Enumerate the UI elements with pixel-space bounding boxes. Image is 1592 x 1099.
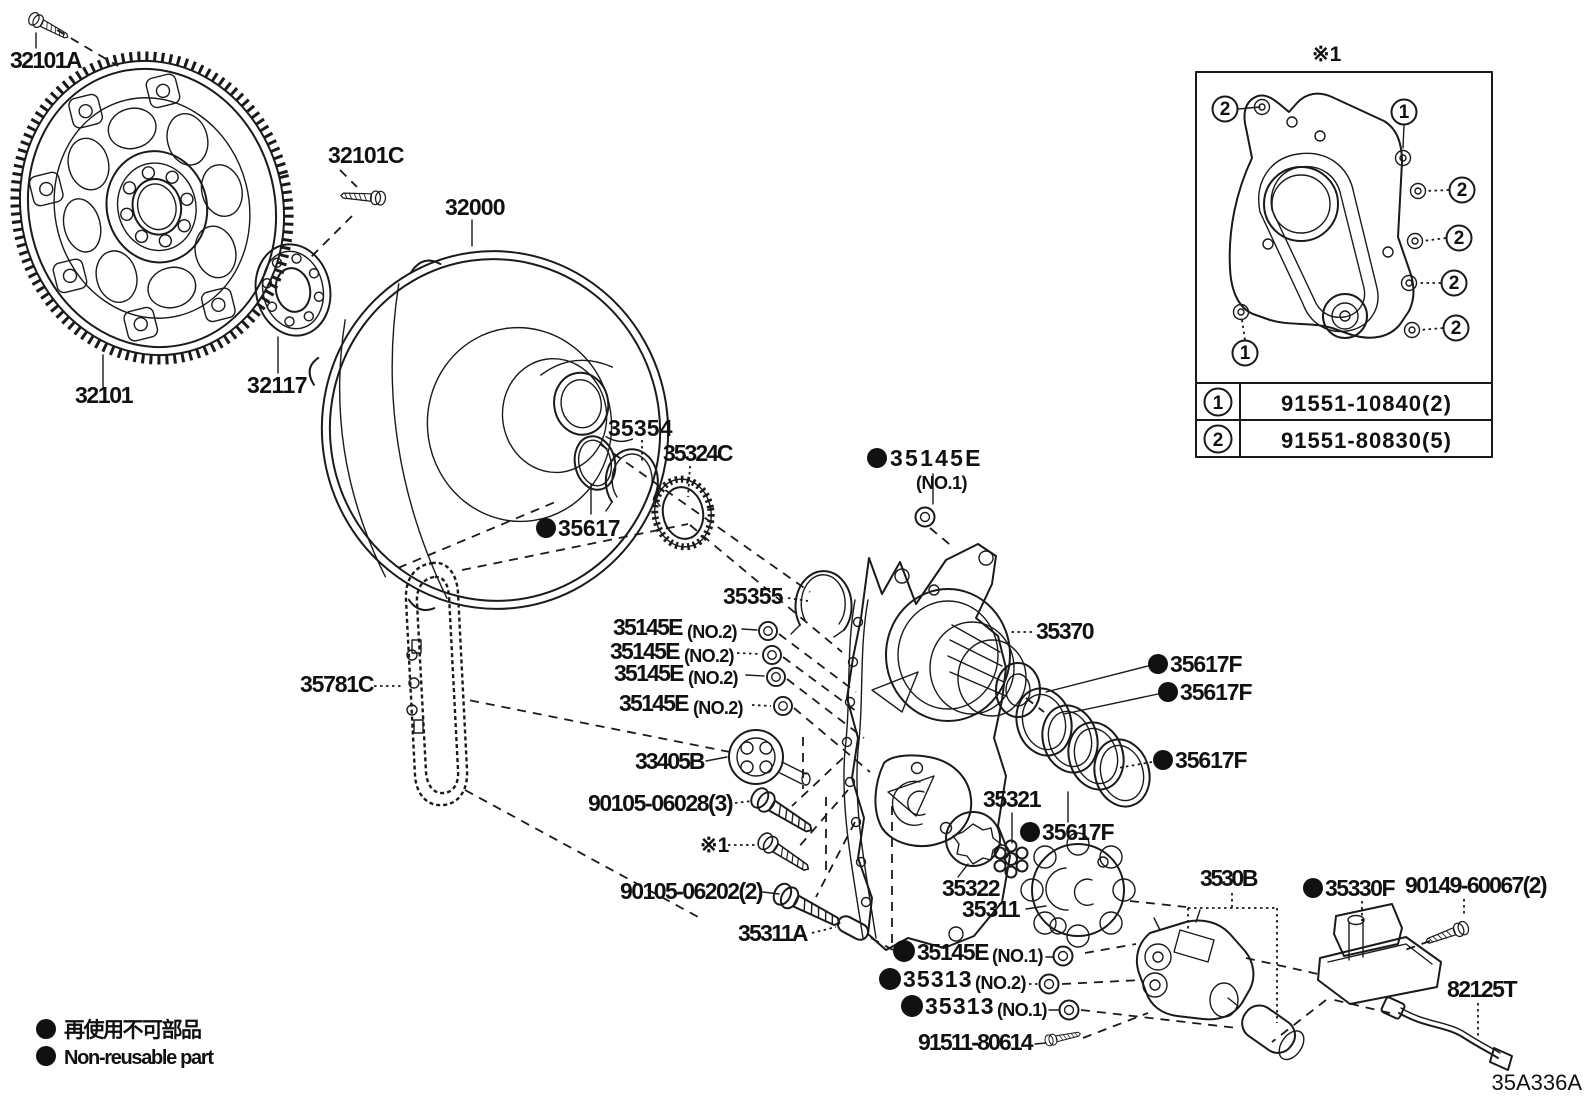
label-35322: 35322 [942,875,1000,901]
label-35321: 35321 [983,786,1042,812]
label-35355: 35355 [723,583,784,609]
label-32101: 32101 [75,382,134,408]
label-35145E-no2-2: 35145E [610,638,680,664]
wire-harness [1380,996,1513,1071]
label-35145E-no2-3: 35145E [614,660,684,686]
figure-code: 35A336A [1491,1070,1582,1095]
assembly-dashed-lines [56,29,1431,1043]
table-key: 1 [1213,393,1224,414]
callout-number: 2 [1220,99,1231,120]
label-35617F-3: 35617F [1175,747,1247,773]
callout-number: 1 [1240,343,1251,364]
non-reusable-dot [1158,682,1178,702]
pump-driven-rotor [945,811,1002,867]
non-reusable-dot [536,518,556,538]
legend: 再使用不可部品 Non-reusable part [36,1018,214,1069]
pump-cover [1020,832,1136,948]
non-reusable-dot [901,995,923,1017]
label-35145E-no1-top-sub: (NO.1) [916,473,968,493]
label-35617F-1: 35617F [1170,651,1242,677]
seal-rings [1015,687,1151,808]
legend-en: Non-reusable part [64,1047,214,1069]
label-35370: 35370 [1036,618,1094,644]
label-90105-06028: 90105-06028(3) [588,790,733,816]
label-35617: 35617 [558,515,620,541]
non-reusable-dot [867,448,887,468]
non-reusable-dot [1148,654,1168,674]
callout-number: 1 [1399,102,1410,123]
callout-number: 2 [1454,228,1465,249]
toothed-lock-ring [651,475,715,551]
inset-table: 1 91551-10840(2) 2 91551-80830(5) [1195,382,1493,458]
inset-chain-cover [1228,92,1415,339]
label-82125T: 82125T [1447,976,1517,1002]
table-part-number: 91551-10840(2) [1281,391,1451,416]
chain-sprocket [728,729,811,786]
label-35311A: 35311A [738,920,808,946]
label-3530B: 3530B [1200,865,1258,891]
non-reusable-dot [879,968,901,990]
non-reusable-dot [1020,822,1040,842]
label-35313-no2-sub: (NO.2) [975,973,1027,993]
label-90105-06202: 90105-06202(2) [620,878,763,904]
table-part-number: 91551-80830(5) [1281,428,1451,453]
legend-jp: 再使用不可部品 [64,1018,202,1042]
label-91511-80614: 91511-80614 [918,1029,1034,1055]
part-labels: 32101A 32101 32101C 32117 32000 35354 35… [10,47,1548,1055]
label-35617F-4: 35617F [1042,819,1114,845]
oil-pump-body [841,543,1041,951]
label-35354: 35354 [608,415,673,441]
non-reusable-dot [36,1019,56,1039]
label-35313-no1: 35313 [925,993,993,1019]
label-35145E-no2-1: 35145E [613,614,683,640]
label-32117: 32117 [247,372,307,398]
label-35145E-no1-bot-sub: (NO.1) [992,946,1044,966]
pump-drive-gear [993,839,1029,879]
non-reusable-dot [893,940,915,962]
pin-35311A [836,915,870,941]
solenoid [1227,997,1305,1061]
inset-callouts: 2 1 2 2 2 2 1 [1211,95,1476,367]
torque-converter [308,250,670,611]
label-32101A: 32101A [10,47,82,73]
callout-number: 2 [1449,273,1460,294]
label-35145E-no2-4: 35145E [619,690,689,716]
label-35324C: 35324C [663,440,733,466]
callout-number: 2 [1451,318,1462,339]
label-ref1: ※1 [700,834,730,857]
label-35330F: 35330F [1325,875,1395,901]
spacer-plate [254,243,332,337]
label-35313-no1-sub: (NO.1) [997,1000,1048,1020]
label-33405B: 33405B [635,748,705,774]
non-reusable-dot [1303,878,1323,898]
snap-ring [790,570,853,638]
label-35145E-no1-bot: 35145E [917,939,989,965]
label-35145E-no2-1-sub: (NO.2) [687,622,738,642]
non-reusable-dot [1153,750,1173,770]
inset-title: ※1 [1312,43,1342,66]
label-32101C: 32101C [328,142,404,168]
drive-chain [404,561,469,807]
callout-number: 2 [1457,180,1468,201]
label-35313-no2: 35313 [903,966,971,992]
label-35145E-no1-top: 35145E [890,445,980,471]
oil-strainer [1317,903,1442,1005]
label-35145E-no2-2-sub: (NO.2) [684,646,735,666]
label-90149-60067: 90149-60067(2) [1405,872,1547,898]
label-35311: 35311 [962,896,1021,922]
leader-lines [35,32,1479,1045]
table-key: 2 [1213,430,1224,451]
non-reusable-dot [36,1046,56,1066]
label-35781C: 35781C [300,671,374,697]
valve-body [1135,909,1255,1021]
label-35145E-no2-4-sub: (NO.2) [693,698,744,718]
inset-box: 2 1 2 2 2 2 1 1 91551-10840(2) 2 91551-8… [1195,43,1493,458]
label-32000: 32000 [445,194,505,220]
label-35617F-2: 35617F [1180,679,1252,705]
label-35145E-no2-3-sub: (NO.2) [688,668,739,688]
